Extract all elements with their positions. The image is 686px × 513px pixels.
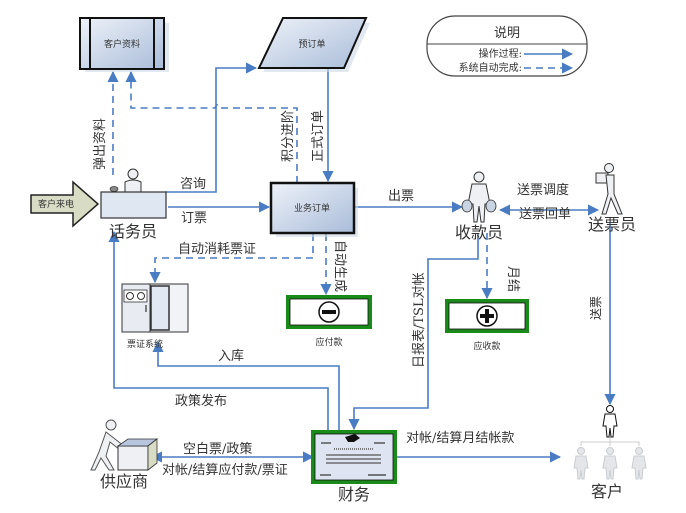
node-cashier-label: 收款员 bbox=[455, 223, 503, 242]
edge-label-book-ticket: 订票 bbox=[181, 211, 207, 226]
customer-group-icon bbox=[573, 405, 647, 480]
node-business-order-label: 业务订单 bbox=[294, 202, 330, 214]
node-pre-order: 预订单 bbox=[257, 17, 370, 72]
edge-label-reconcile-customer: 对帐/结算月结帐款 bbox=[406, 431, 514, 446]
node-receivable-label: 应收款 bbox=[473, 340, 500, 352]
edge-daily-report bbox=[348, 233, 479, 431]
node-customer: 客户 bbox=[573, 405, 647, 501]
node-ticket-system: 票证系统 bbox=[121, 283, 189, 350]
node-payable: 应付款 bbox=[286, 295, 372, 348]
node-receivable: 应收款 bbox=[445, 299, 529, 352]
edge-label-daily-report: 日报表/TSL对帐 bbox=[412, 272, 427, 368]
operator-desk bbox=[100, 191, 167, 219]
node-business-order: 业务订单 bbox=[269, 181, 358, 237]
node-customer-call: 客户来电 bbox=[30, 180, 100, 228]
node-operator: 话务员 bbox=[100, 168, 167, 241]
node-payable-label: 应付款 bbox=[315, 336, 342, 348]
customer-call-arrow-icon bbox=[30, 180, 100, 228]
cashier-moneybag-person-icon bbox=[461, 171, 497, 223]
server-rack-icon bbox=[121, 283, 189, 333]
node-customer-data: 客户资料 bbox=[79, 17, 169, 72]
edge-label-deliver-ticket: 送票 bbox=[588, 296, 603, 320]
node-customer-data-label: 客户资料 bbox=[104, 38, 140, 50]
edge-consult bbox=[165, 62, 258, 193]
node-courier-label: 送票员 bbox=[588, 215, 636, 234]
edge-label-auto-generate: 自动生成 bbox=[332, 240, 347, 292]
certificate-icon bbox=[320, 434, 386, 476]
edge-points-upgrade bbox=[125, 70, 298, 183]
node-cashier: 收款员 bbox=[455, 171, 503, 242]
plus-icon bbox=[476, 305, 498, 327]
edge-label-consult: 咨询 bbox=[180, 177, 206, 192]
edge-label-policy-release: 政策发布 bbox=[175, 393, 227, 409]
courier-carrying-box-icon bbox=[595, 163, 623, 215]
edge-label-issue-ticket: 出票 bbox=[388, 189, 414, 204]
node-ticket-system-label: 票证系统 bbox=[127, 338, 163, 350]
edge-policy-release bbox=[108, 230, 329, 432]
node-customer-call-label: 客户来电 bbox=[38, 198, 74, 210]
node-courier: 送票员 bbox=[588, 163, 636, 234]
node-finance-label: 财务 bbox=[338, 485, 370, 504]
edge-stock-in bbox=[152, 340, 340, 432]
edge-label-points-upgrade: 积分进阶 bbox=[281, 110, 296, 162]
legend-title: 说明 bbox=[494, 26, 520, 41]
edge-label-popup-data: 弹出资料 bbox=[93, 118, 108, 170]
edge-label-stock-in: 入库 bbox=[218, 348, 244, 364]
edge-label-auto-consume: 自动消耗票证 bbox=[178, 242, 256, 257]
node-pre-order-label: 预订单 bbox=[298, 38, 325, 50]
legend-item-solid-label: 操作过程: bbox=[479, 47, 522, 60]
node-supplier: 供应商 bbox=[90, 419, 159, 491]
minus-icon bbox=[318, 301, 340, 323]
legend-item-dashed-label: 系统自动完成: bbox=[459, 61, 522, 74]
node-customer-label: 客户 bbox=[591, 482, 623, 501]
node-finance: 财务 bbox=[311, 430, 397, 504]
node-supplier-label: 供应商 bbox=[100, 472, 148, 491]
edge-auto-consume bbox=[149, 234, 314, 284]
edge-label-blank-ticket-policy: 空白票/政策 bbox=[183, 441, 252, 457]
edge-label-dispatch: 送票调度 bbox=[517, 182, 569, 198]
edge-label-formal-order: 正式订单 bbox=[311, 110, 326, 162]
edge-label-monthly-settle: 月结 bbox=[505, 266, 520, 292]
edge-label-return-receipt: 送票回单 bbox=[519, 207, 571, 222]
legend-frame bbox=[426, 15, 588, 77]
legend: 说明 操作过程: 系统自动完成: bbox=[426, 15, 588, 77]
telephone-icon bbox=[109, 186, 119, 192]
node-operator-label: 话务员 bbox=[109, 222, 157, 241]
edge-label-reconcile-supplier: 对帐/结算应付款/票证 bbox=[162, 462, 288, 478]
supplier-person-with-box-icon bbox=[90, 419, 159, 471]
operator-figure-icon bbox=[109, 168, 142, 193]
